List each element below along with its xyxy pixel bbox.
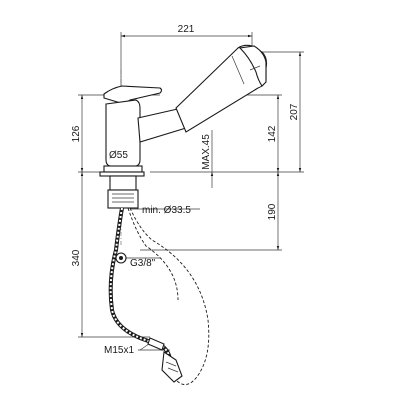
- dim-max45-label: MAX.45: [201, 134, 212, 170]
- dimension-labels: 221 207 142 126 190 340 MAX.45 Ø55 min. …: [71, 24, 300, 356]
- lever-handle: [103, 85, 163, 105]
- hoses: [108, 207, 210, 385]
- dim-142-label: 142: [267, 125, 278, 142]
- dim-207-label: 207: [289, 103, 300, 120]
- dim-min335-label: min. Ø33.5: [142, 205, 191, 216]
- hose-weight: [161, 351, 183, 383]
- m15-connector: [147, 337, 165, 351]
- dim-340-label: 340: [71, 249, 82, 266]
- spray-head-detail: [249, 65, 261, 71]
- dim-190-label: 190: [267, 203, 278, 220]
- shank-lower: [107, 189, 139, 209]
- dim-m15-label: M15x1: [104, 345, 134, 356]
- base-flange: [99, 171, 145, 177]
- dim-g38-label: G3/8": [130, 258, 156, 269]
- pull-out-hose: [129, 207, 210, 385]
- pull-out-hose-return: [127, 207, 179, 301]
- faucet: [99, 44, 268, 209]
- braided-hose-inner: [109, 207, 171, 363]
- base-ring: [103, 165, 143, 173]
- dim-221-label: 221: [178, 24, 195, 35]
- faucet-main-body: [105, 99, 141, 167]
- spray-head-ring: [231, 55, 245, 85]
- dim-126-label: 126: [71, 125, 82, 142]
- spray-head-end: [238, 45, 267, 87]
- dim-dia55-label: Ø55: [109, 150, 128, 161]
- g38-connector-center: [119, 256, 123, 260]
- shank-upper: [109, 175, 137, 191]
